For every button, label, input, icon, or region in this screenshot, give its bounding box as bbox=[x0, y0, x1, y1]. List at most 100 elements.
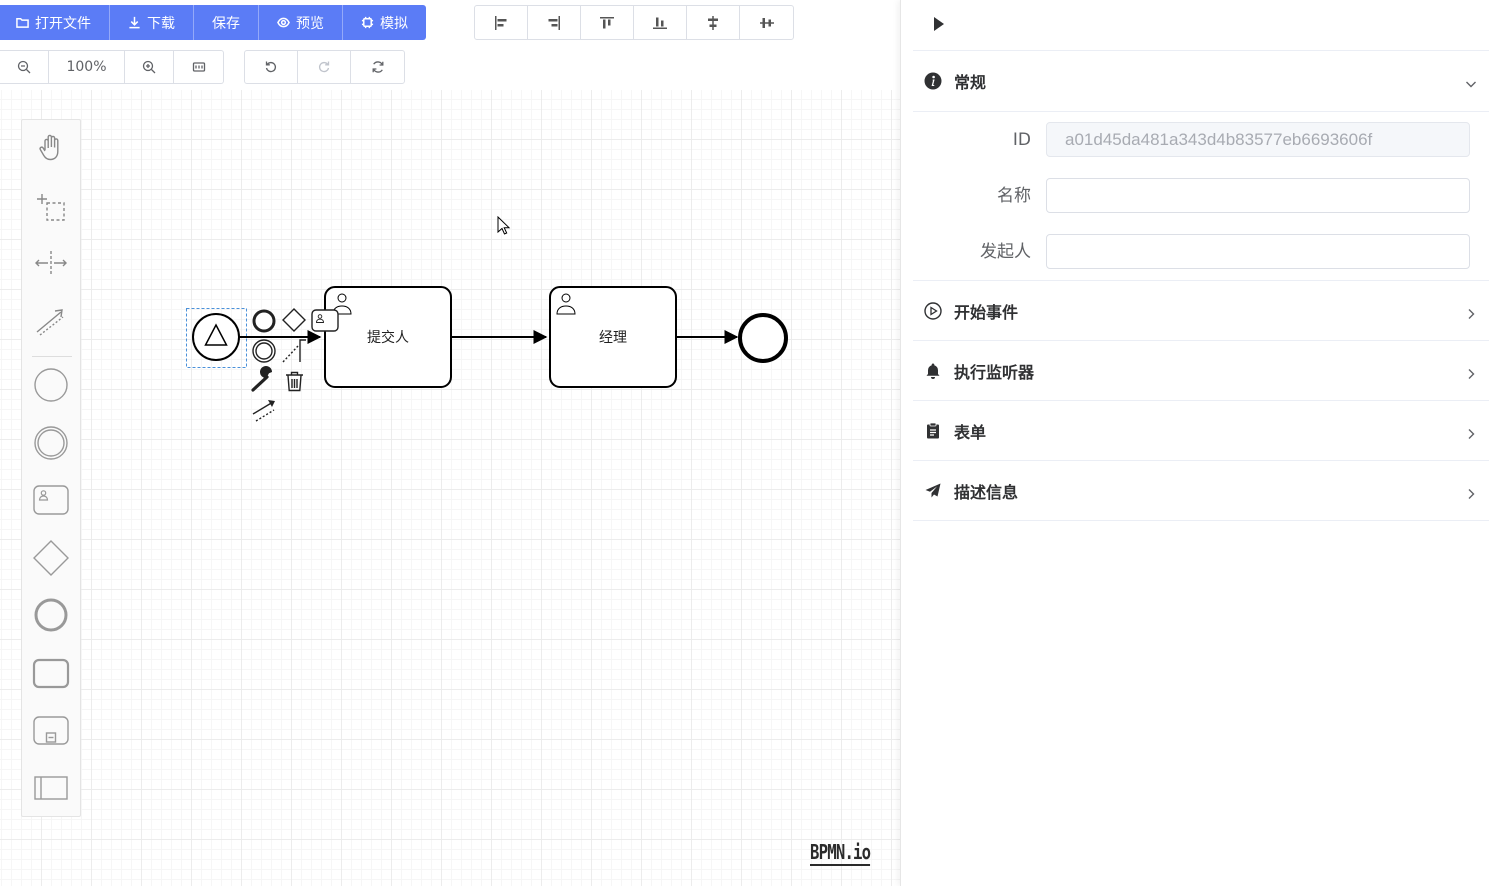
section-description-header[interactable]: 描述信息 bbox=[913, 461, 1489, 520]
end-event[interactable] bbox=[738, 313, 788, 363]
initiator-input[interactable] bbox=[1046, 234, 1470, 269]
align-top-button[interactable] bbox=[581, 6, 634, 39]
space-tool-icon bbox=[35, 251, 67, 275]
append-task-icon[interactable] bbox=[311, 309, 339, 332]
intermediate-event-icon bbox=[34, 426, 68, 460]
zoom-in-icon bbox=[142, 60, 156, 74]
append-gateway-icon[interactable] bbox=[282, 308, 306, 332]
preview-button[interactable]: 预览 bbox=[259, 5, 343, 40]
bell-icon bbox=[923, 361, 943, 381]
align-bottom-button[interactable] bbox=[634, 6, 687, 39]
create-user-task[interactable] bbox=[31, 480, 71, 520]
refresh-button[interactable] bbox=[351, 51, 404, 83]
append-end-event-icon[interactable] bbox=[252, 309, 276, 333]
fit-viewport-icon bbox=[192, 62, 205, 72]
task-submitter[interactable] bbox=[324, 286, 452, 388]
section-execution-listener-header[interactable]: 执行监听器 bbox=[913, 341, 1489, 400]
refresh-icon bbox=[372, 61, 383, 73]
preview-label: 预览 bbox=[296, 15, 324, 32]
initiator-label: 发起人 bbox=[980, 242, 1031, 262]
section-general-title: 常规 bbox=[954, 72, 987, 92]
section-start-event-header[interactable]: 开始事件 bbox=[913, 281, 1489, 340]
lasso-tool[interactable] bbox=[31, 186, 71, 226]
section-form[interactable]: 表单 bbox=[913, 401, 1489, 461]
download-button[interactable]: 下载 bbox=[110, 5, 194, 40]
redo-icon bbox=[319, 61, 330, 73]
folder-icon bbox=[16, 18, 29, 28]
simulate-button[interactable]: 模拟 bbox=[343, 5, 426, 40]
create-end-event[interactable] bbox=[31, 595, 71, 635]
create-pool[interactable] bbox=[31, 768, 71, 808]
save-button[interactable]: 保存 bbox=[194, 5, 259, 40]
space-tool[interactable] bbox=[31, 243, 71, 283]
append-text-annotation-icon[interactable] bbox=[282, 339, 306, 363]
create-subprocess[interactable] bbox=[31, 710, 71, 750]
task-icon bbox=[32, 658, 70, 689]
name-label: 名称 bbox=[997, 186, 1031, 206]
redo-button[interactable] bbox=[298, 51, 351, 83]
history-toolbar bbox=[244, 50, 405, 84]
open-file-button[interactable]: 打开文件 bbox=[0, 5, 110, 40]
form-row-id: ID a01d45da481a343d4b83577eb6693606f bbox=[913, 122, 1489, 158]
trash-icon[interactable] bbox=[286, 371, 303, 392]
fit-viewport-button[interactable] bbox=[174, 51, 223, 83]
palette-separator bbox=[32, 356, 72, 357]
global-connect-tool[interactable] bbox=[31, 300, 71, 340]
connect-icon[interactable] bbox=[252, 400, 275, 422]
undo-button[interactable] bbox=[245, 51, 298, 83]
eye-icon bbox=[277, 17, 290, 28]
section-general: 常规 ID a01d45da481a343d4b83577eb6693606f … bbox=[913, 51, 1489, 281]
modeler-canvas[interactable] bbox=[0, 0, 900, 886]
chevron-down-icon bbox=[1465, 75, 1477, 87]
align-right-button[interactable] bbox=[528, 6, 581, 39]
create-gateway[interactable] bbox=[31, 538, 71, 578]
panel-collapse-toggle[interactable] bbox=[931, 15, 947, 33]
hand-tool[interactable] bbox=[31, 128, 71, 168]
section-form-header[interactable]: 表单 bbox=[913, 401, 1489, 460]
append-intermediate-event-icon[interactable] bbox=[252, 339, 276, 363]
bpmn-io-logo[interactable]: BPMN.io bbox=[810, 840, 871, 866]
align-left-button[interactable] bbox=[475, 6, 528, 39]
wrench-icon[interactable] bbox=[251, 366, 272, 392]
section-description[interactable]: 描述信息 bbox=[913, 461, 1489, 521]
paper-plane-icon bbox=[923, 481, 943, 501]
create-intermediate-event[interactable] bbox=[31, 423, 71, 463]
start-event[interactable] bbox=[192, 313, 240, 361]
section-general-header[interactable]: 常规 bbox=[913, 51, 1489, 110]
gateway-icon bbox=[33, 540, 69, 576]
form-row-name: 名称 bbox=[913, 178, 1489, 214]
chevron-right-icon bbox=[1465, 485, 1477, 499]
caret-right-icon bbox=[934, 17, 944, 31]
name-input[interactable] bbox=[1046, 178, 1470, 213]
subprocess-icon bbox=[33, 716, 69, 745]
clipboard-icon bbox=[923, 421, 943, 441]
align-middle-icon bbox=[759, 17, 774, 28]
properties-panel: 常规 ID a01d45da481a343d4b83577eb6693606f … bbox=[900, 0, 1496, 886]
start-event-icon bbox=[34, 368, 68, 402]
open-file-label: 打开文件 bbox=[35, 15, 91, 32]
section-execution-listener[interactable]: 执行监听器 bbox=[913, 341, 1489, 401]
zoom-in-button[interactable] bbox=[125, 51, 174, 83]
save-label: 保存 bbox=[212, 15, 240, 32]
process-diagram bbox=[186, 286, 788, 422]
user-task-marker-icon bbox=[556, 293, 576, 315]
section-form-title: 表单 bbox=[954, 422, 987, 442]
align-left-icon bbox=[495, 15, 507, 30]
form-row-initiator: 发起人 bbox=[913, 234, 1489, 270]
task-submitter-label: 提交人 bbox=[367, 330, 409, 346]
zoom-out-button[interactable] bbox=[0, 51, 49, 83]
play-circle-icon bbox=[923, 301, 943, 321]
chevron-right-icon bbox=[1465, 305, 1477, 319]
align-middle-button[interactable] bbox=[740, 6, 793, 39]
id-input[interactable]: a01d45da481a343d4b83577eb6693606f bbox=[1046, 122, 1470, 157]
section-start-event[interactable]: 开始事件 bbox=[913, 281, 1489, 341]
align-center-button[interactable] bbox=[687, 6, 740, 39]
zoom-level[interactable]: 100% bbox=[49, 51, 125, 83]
task-manager-label: 经理 bbox=[599, 330, 627, 346]
create-start-event[interactable] bbox=[31, 365, 71, 405]
section-description-title: 描述信息 bbox=[954, 482, 1019, 502]
create-task[interactable] bbox=[31, 653, 71, 693]
context-pad bbox=[251, 308, 339, 422]
chevron-right-icon bbox=[1465, 425, 1477, 439]
